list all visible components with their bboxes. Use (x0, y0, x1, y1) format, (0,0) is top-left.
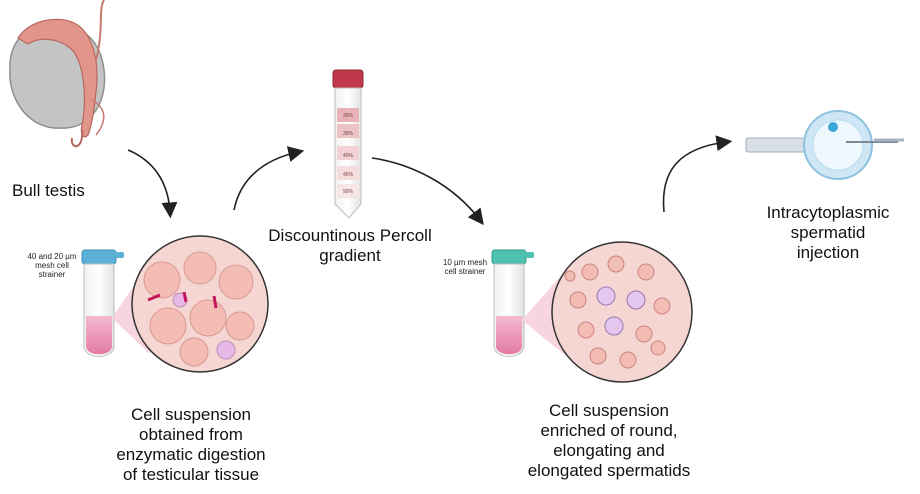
arrow-2 (233, 146, 305, 211)
label-bull-testis: Bull testis (12, 181, 85, 200)
strainer-tube-2 (491, 249, 534, 357)
strainer-tube-1 (81, 249, 124, 357)
label-cell-suspension-1: Cell suspension obtained from enzymatic … (116, 405, 266, 484)
icsi-illustration (745, 110, 904, 180)
label-strainer-40-20: 40 and 20 µm mesh cell strainer (27, 252, 77, 279)
percoll-tube: 30% 35% 40% 45% 90% (332, 69, 364, 219)
arrow-3 (371, 157, 484, 226)
percoll-layer-label-3: 40% (343, 153, 354, 159)
percoll-layer-label-2: 35% (343, 131, 354, 137)
label-cell-suspension-2: Cell suspension enriched of round, elong… (527, 401, 691, 480)
arrow-1 (127, 149, 178, 219)
percoll-layer-label-4: 45% (343, 172, 354, 178)
label-percoll-gradient: Discountinous Percoll gradient (268, 226, 432, 265)
bull-testis-illustration (9, 0, 106, 148)
magnified-cells-1 (131, 235, 269, 373)
label-icsi: Intracytoplasmic spermatid injection (766, 203, 890, 262)
magnified-cells-2 (551, 241, 693, 383)
percoll-layer-label-5: 90% (343, 189, 354, 195)
label-strainer-10: 10 µm mesh cell strainer (442, 258, 488, 276)
arrow-4 (662, 135, 733, 213)
percoll-layer-label-1: 30% (343, 113, 354, 119)
